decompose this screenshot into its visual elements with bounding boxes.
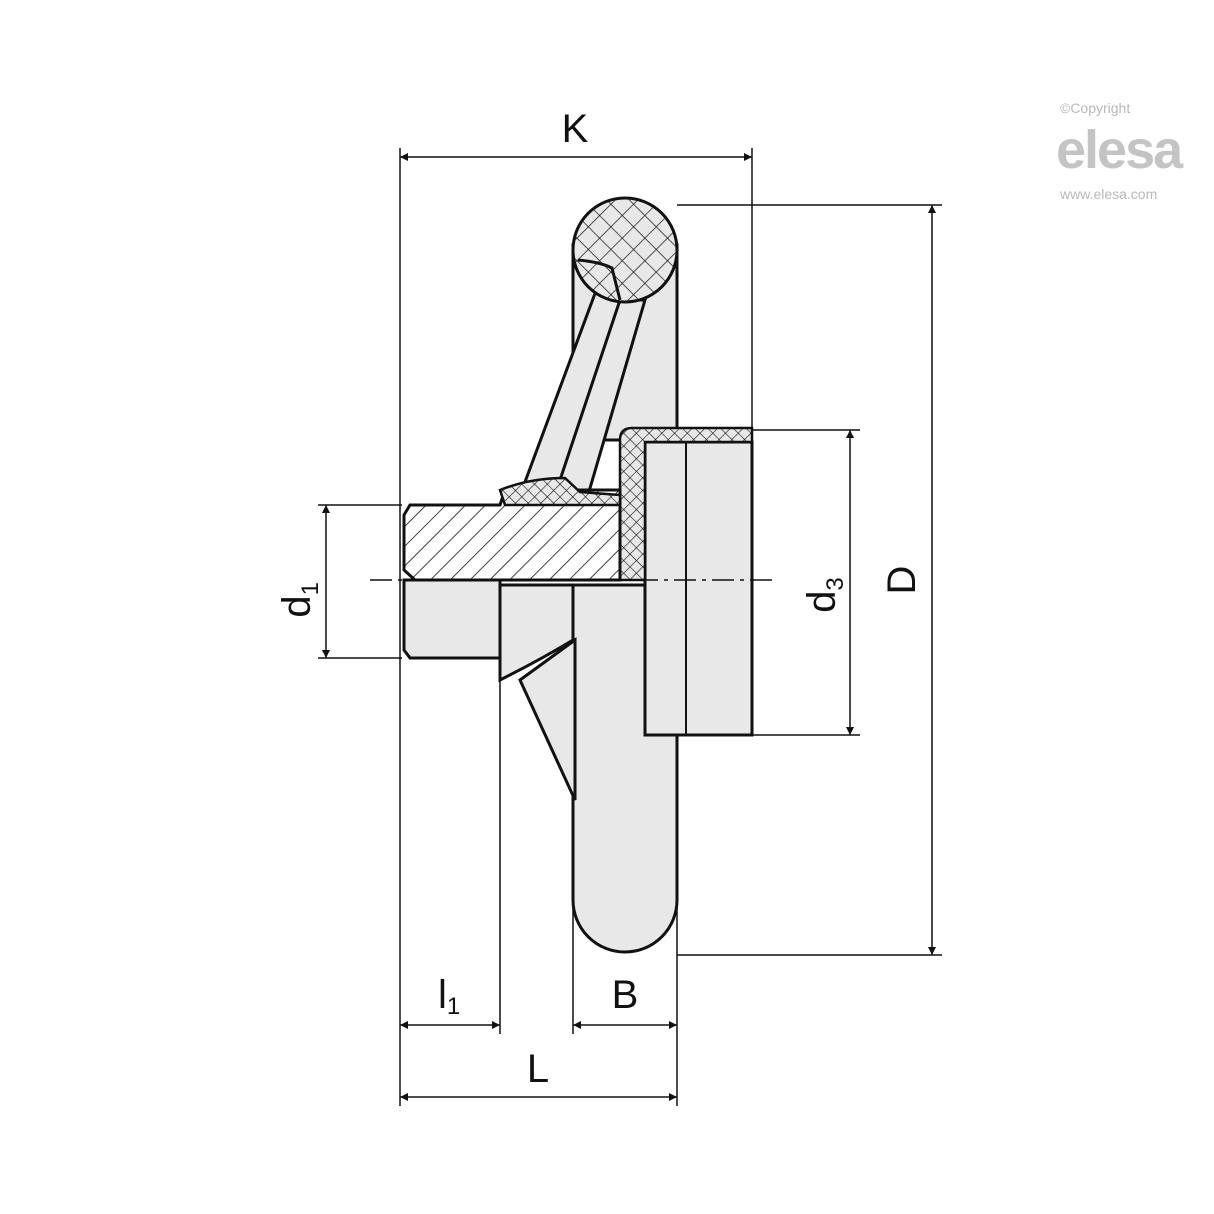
cap (643, 440, 754, 737)
dim-label-D: D (880, 566, 924, 595)
elesa-logo: ©Copyright elesa www.elesa.com (1056, 100, 1186, 202)
svg-text:d3: d3 (800, 577, 849, 613)
spoke-lower (518, 637, 577, 801)
rim-section (571, 196, 679, 304)
copyright-text: ©Copyright (1060, 100, 1130, 116)
dim-label-d1: d1 (275, 582, 324, 618)
svg-text:d1: d1 (275, 582, 324, 618)
dim-label-B: B (612, 973, 639, 1017)
hub-lower (402, 578, 502, 660)
extension-lines (318, 148, 942, 1106)
dim-label-d3: d3 (800, 577, 849, 613)
dim-label-l1: l1 (438, 973, 460, 1020)
brand-logo: elesa (1056, 120, 1184, 180)
dim-label-K: K (562, 107, 589, 151)
hub-insert (498, 476, 622, 507)
cap-insert (618, 426, 754, 582)
dimension-lines (322, 153, 936, 1101)
website-url: www.elesa.com (1059, 186, 1157, 202)
dim-label-L: L (527, 1047, 549, 1091)
